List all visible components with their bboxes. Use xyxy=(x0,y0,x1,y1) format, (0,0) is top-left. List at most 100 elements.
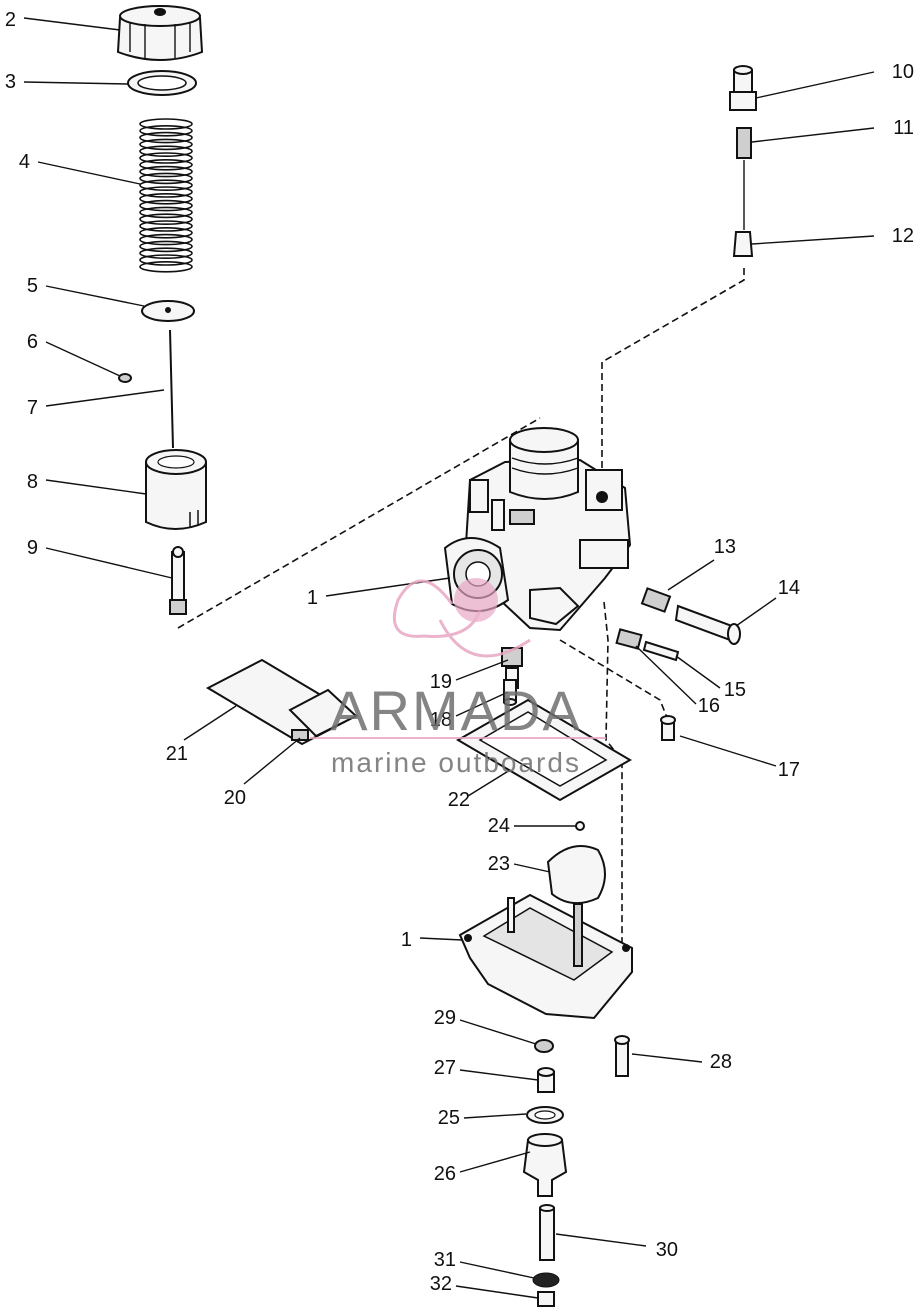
callout-label-20: 20 xyxy=(224,787,246,809)
callout-leader-23 xyxy=(513,863,551,873)
part-float-needle xyxy=(575,821,585,831)
callout-leader-13 xyxy=(667,559,715,591)
callout-leader-29 xyxy=(459,1019,537,1045)
part-idle-screw xyxy=(615,628,680,662)
watermark-brand: ARMADA xyxy=(330,679,582,742)
spring-coil xyxy=(139,233,193,246)
callout-leader-19 xyxy=(455,659,509,681)
callout-leader-9 xyxy=(45,547,173,579)
watermark-tagline: marine outboards xyxy=(331,747,581,778)
spring-coil xyxy=(139,227,193,239)
callout-label-23: 23 xyxy=(488,853,510,875)
callout-label-1b: 1 xyxy=(401,929,412,951)
callout-label-8: 8 xyxy=(27,471,38,493)
part-float-bowl-gasket xyxy=(456,698,632,802)
callout-leader-11 xyxy=(751,127,875,143)
part-o-ring xyxy=(526,1106,564,1124)
callout-label-12: 12 xyxy=(892,225,914,247)
callout-leader-8 xyxy=(45,479,147,495)
part-spring xyxy=(139,118,193,273)
callout-label-16: 16 xyxy=(698,695,720,717)
part-pilot-screw-spring xyxy=(640,587,672,613)
spring-coil xyxy=(139,152,193,164)
part-drain-tube xyxy=(539,1204,555,1261)
callout-leader-14 xyxy=(735,597,777,627)
callout-label-3: 3 xyxy=(5,71,16,93)
callout-leader-1a xyxy=(325,577,451,597)
part-cable-end xyxy=(732,231,754,257)
part-jet-needle xyxy=(169,329,174,449)
part-float-bowl-plate xyxy=(546,845,606,905)
callout-label-19: 19 xyxy=(430,671,452,693)
callout-leader-5 xyxy=(45,285,145,307)
callout-label-1a: 1 xyxy=(307,587,318,609)
callout-leader-21 xyxy=(183,705,237,741)
callout-label-32: 32 xyxy=(430,1273,452,1295)
part-pilot-screw xyxy=(674,604,741,645)
callout-label-27: 27 xyxy=(434,1057,456,1079)
callout-leader-7 xyxy=(45,389,165,407)
callout-label-24: 24 xyxy=(488,815,510,837)
spring-coil xyxy=(139,179,193,191)
callout-leader-10 xyxy=(755,71,875,99)
callout-label-4: 4 xyxy=(19,151,30,173)
callout-leader-16 xyxy=(635,645,697,705)
callout-leader-18 xyxy=(455,691,509,717)
part-clip xyxy=(118,373,132,383)
callout-leader-20 xyxy=(243,737,301,785)
watermark-logo-mark xyxy=(392,578,531,658)
spring-coil xyxy=(139,125,193,137)
callout-leader-25 xyxy=(463,1113,527,1119)
callout-leader-30 xyxy=(555,1233,647,1247)
spring-coil xyxy=(139,247,193,259)
part-float-pin xyxy=(291,729,309,741)
callout-leader-32 xyxy=(455,1285,539,1299)
callout-label-15: 15 xyxy=(724,679,746,701)
watermark: ARMADA marine outboards xyxy=(310,578,606,778)
callout-leader-22 xyxy=(467,769,511,797)
part-needle-jet xyxy=(169,546,187,615)
spring-coil xyxy=(139,145,193,157)
callout-leader-12 xyxy=(751,235,875,245)
callout-leader-6 xyxy=(45,341,121,377)
spring-coil xyxy=(139,213,193,225)
spring-coil xyxy=(139,193,193,205)
part-float xyxy=(205,658,359,746)
spring-coil xyxy=(139,206,193,219)
spring-coil xyxy=(139,118,193,130)
spring-coil xyxy=(139,260,193,273)
callout-leader-26 xyxy=(459,1151,531,1173)
callout-leader-3 xyxy=(23,81,129,85)
callout-label-13: 13 xyxy=(714,536,736,558)
callout-label-11: 11 xyxy=(893,117,914,139)
callout-leader-1b xyxy=(419,937,463,941)
spring-coil xyxy=(139,159,193,171)
part-washer-small xyxy=(534,1039,554,1053)
spring-coil xyxy=(139,199,193,212)
callout-label-14: 14 xyxy=(778,577,800,599)
part-bowl-screw xyxy=(614,1035,630,1077)
part-cap xyxy=(116,5,204,61)
spring-coil xyxy=(139,131,193,144)
part-drain-nut xyxy=(537,1291,555,1307)
callout-label-21: 21 xyxy=(166,743,188,765)
callout-label-17: 17 xyxy=(778,759,800,781)
callout-leader-31 xyxy=(459,1261,535,1279)
spring-coil xyxy=(139,186,193,198)
part-jet-holder xyxy=(503,679,517,706)
part-drain-screw xyxy=(660,715,676,741)
spring-coil xyxy=(139,165,193,178)
spring-coil xyxy=(139,138,193,151)
callout-label-7: 7 xyxy=(27,397,38,419)
part-drain-washer xyxy=(532,1272,560,1288)
callout-leader-15 xyxy=(675,655,721,689)
part-drain-plug xyxy=(537,1067,555,1093)
callout-label-29: 29 xyxy=(434,1007,456,1029)
callout-label-25: 25 xyxy=(438,1107,460,1129)
callout-label-26: 26 xyxy=(434,1163,456,1185)
part-adjuster-sleeve xyxy=(736,127,752,159)
spring-coil xyxy=(139,254,193,266)
callout-leader-28 xyxy=(631,1053,703,1063)
